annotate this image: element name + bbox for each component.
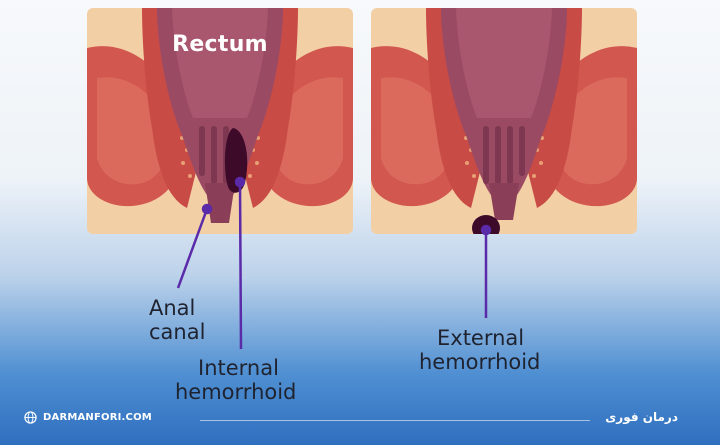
anatomy-illustration-external [371, 8, 637, 234]
footer-divider [200, 420, 590, 421]
globe-icon [24, 411, 37, 424]
website-text: DARMANFORI.COM [43, 412, 152, 423]
internal-hemorrhoid-label: Internal [198, 356, 279, 380]
anatomy-illustration-internal [87, 8, 353, 234]
brand-name: درمان فوری [605, 410, 678, 424]
rectum-label: Rectum [172, 32, 268, 57]
external-hemorrhoid-shape [472, 215, 500, 234]
diagram-panel-external [371, 8, 637, 234]
anal-canal-label-2: canal [149, 320, 206, 344]
external-hemorrhoid-label: External [437, 326, 525, 350]
diagram-panel-internal: Rectum [87, 8, 353, 234]
external-hemorrhoid-label-2: hemorrhoid [419, 350, 541, 374]
anal-canal-label: Anal [149, 296, 196, 320]
website-link[interactable]: DARMANFORI.COM [24, 411, 152, 424]
internal-hemorrhoid-shape [225, 128, 248, 193]
internal-hemorrhoid-label-2: hemorrhoid [175, 380, 297, 404]
